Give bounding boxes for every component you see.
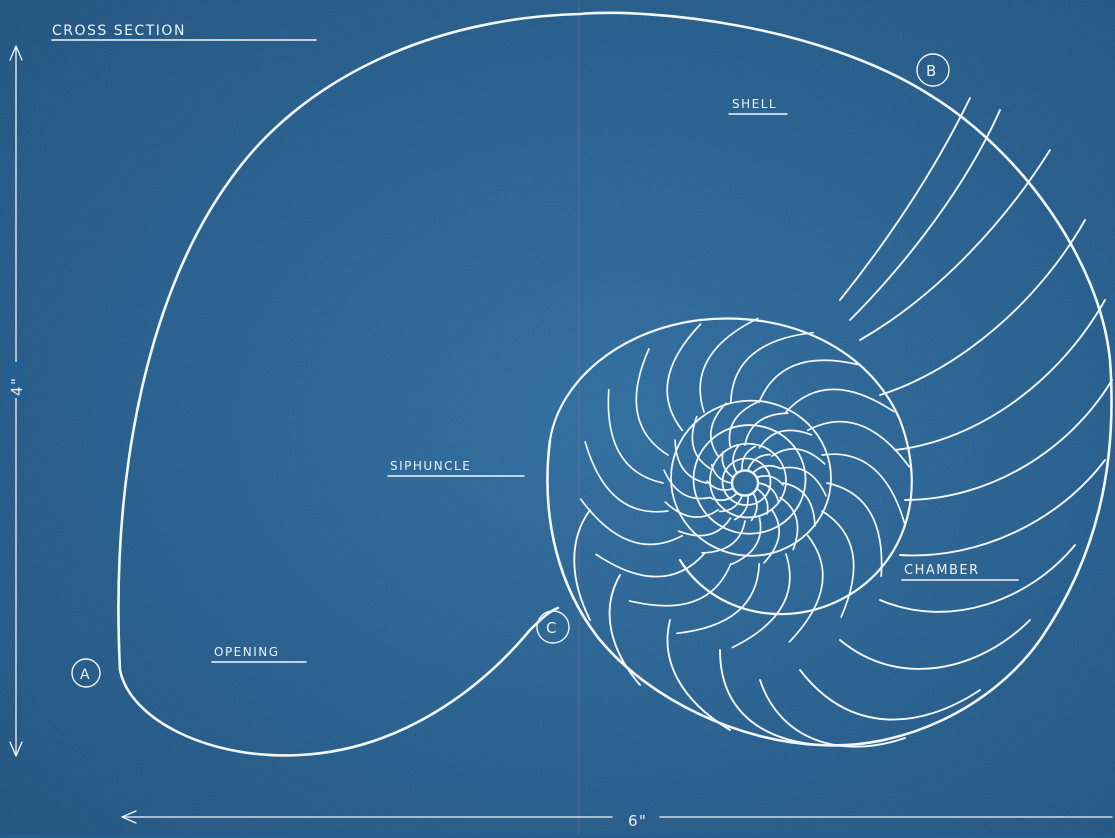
width-dimension-label: 6" [628, 812, 647, 830]
chamber-septum [579, 498, 684, 546]
chamber-septum [699, 317, 759, 413]
chamber-walls [573, 97, 1113, 748]
chamber-septum [806, 420, 911, 468]
opening-label: OPENING [214, 645, 280, 659]
chamber-septum [595, 553, 705, 578]
chamber-septum [728, 401, 759, 449]
height-dimension-label: 4" [8, 377, 26, 396]
chamber-septum [839, 619, 1031, 670]
chamber-septum [771, 448, 826, 465]
chamber-septum [733, 494, 749, 521]
chamber-septum [821, 510, 855, 618]
chamber-septum [779, 496, 799, 551]
chamber-septum [584, 441, 669, 513]
chamber-septum [677, 517, 732, 537]
chamber-label: CHAMBER [904, 563, 980, 578]
chamber-septum [750, 492, 758, 522]
chamber-septum [573, 509, 591, 621]
chamber-septum [894, 299, 1106, 451]
chamber-septum [691, 415, 711, 470]
point-b-marker: B [916, 53, 950, 87]
chamber-septum [608, 574, 641, 686]
chamber-septum [755, 487, 769, 515]
shell-outline [117, 11, 932, 757]
chamber-septum [904, 379, 1113, 501]
chamber-septum [899, 459, 1106, 557]
chamber-septum [666, 323, 702, 432]
point-c-label: C [546, 619, 558, 637]
chamber-septum [719, 649, 821, 746]
chamber-septum [701, 520, 746, 554]
height-label-mask [6, 362, 26, 398]
chamber-septum [763, 509, 780, 564]
chamber-septum [752, 464, 781, 474]
width-arrow-left [121, 810, 137, 824]
chamber-septum [663, 469, 711, 500]
chamber-septum [732, 444, 740, 474]
chamber-septum [706, 480, 735, 491]
chamber-septum [721, 451, 735, 479]
chamber-septum [747, 453, 772, 472]
chamber-septum [709, 492, 738, 502]
outer-whorl [546, 93, 1113, 747]
shell-label: SHELL [732, 97, 777, 111]
chamber-septum [664, 501, 719, 518]
chamber-septum [799, 669, 981, 721]
chamber-septum [744, 412, 789, 446]
diagram-title: CROSS SECTION [52, 23, 186, 39]
spiral-ring [670, 399, 832, 557]
spiral-ring [709, 442, 787, 519]
chamber-septum [849, 109, 1001, 321]
chamber-septum [759, 679, 906, 748]
chamber-septum [758, 359, 862, 404]
height-arrow-bottom [9, 741, 23, 757]
chamber-septum [757, 482, 780, 503]
height-arrow-top [9, 45, 23, 61]
siphuncle-label: SIPHUNCLE [390, 459, 471, 473]
chamber-septum [821, 453, 906, 525]
chamber-septum [785, 388, 895, 413]
chamber-septum [607, 388, 664, 484]
chamber-septum [628, 562, 732, 607]
chamber-septum [674, 439, 708, 484]
chamber-septum [879, 544, 1076, 613]
chamber-septum [788, 534, 824, 643]
chamber-septum [729, 331, 814, 404]
chamber-septum [859, 149, 1051, 341]
chamber-septum [758, 429, 813, 449]
chamber-septum [710, 402, 727, 457]
chamber-septum [839, 97, 971, 301]
chamber-septum [826, 482, 883, 578]
chamber-septum [710, 463, 733, 484]
point-b-label: B [926, 62, 938, 80]
spiral-ring [692, 424, 807, 535]
chamber-septum [731, 553, 791, 649]
chamber-septum [731, 517, 762, 565]
point-c-marker: C [536, 610, 570, 644]
inner-whorl [548, 317, 913, 616]
chamber-septum [676, 562, 761, 635]
chamber-septum [879, 219, 1086, 396]
chamber-septum [741, 445, 757, 472]
chamber-septum [755, 475, 784, 486]
chamber-septum [779, 466, 827, 497]
chamber-septum [782, 482, 816, 527]
chamber-septum [718, 494, 743, 513]
point-a-label: A [80, 667, 91, 683]
point-a-marker: A [71, 658, 101, 688]
chamber-septum [666, 619, 731, 731]
chamber-septum [635, 348, 669, 456]
